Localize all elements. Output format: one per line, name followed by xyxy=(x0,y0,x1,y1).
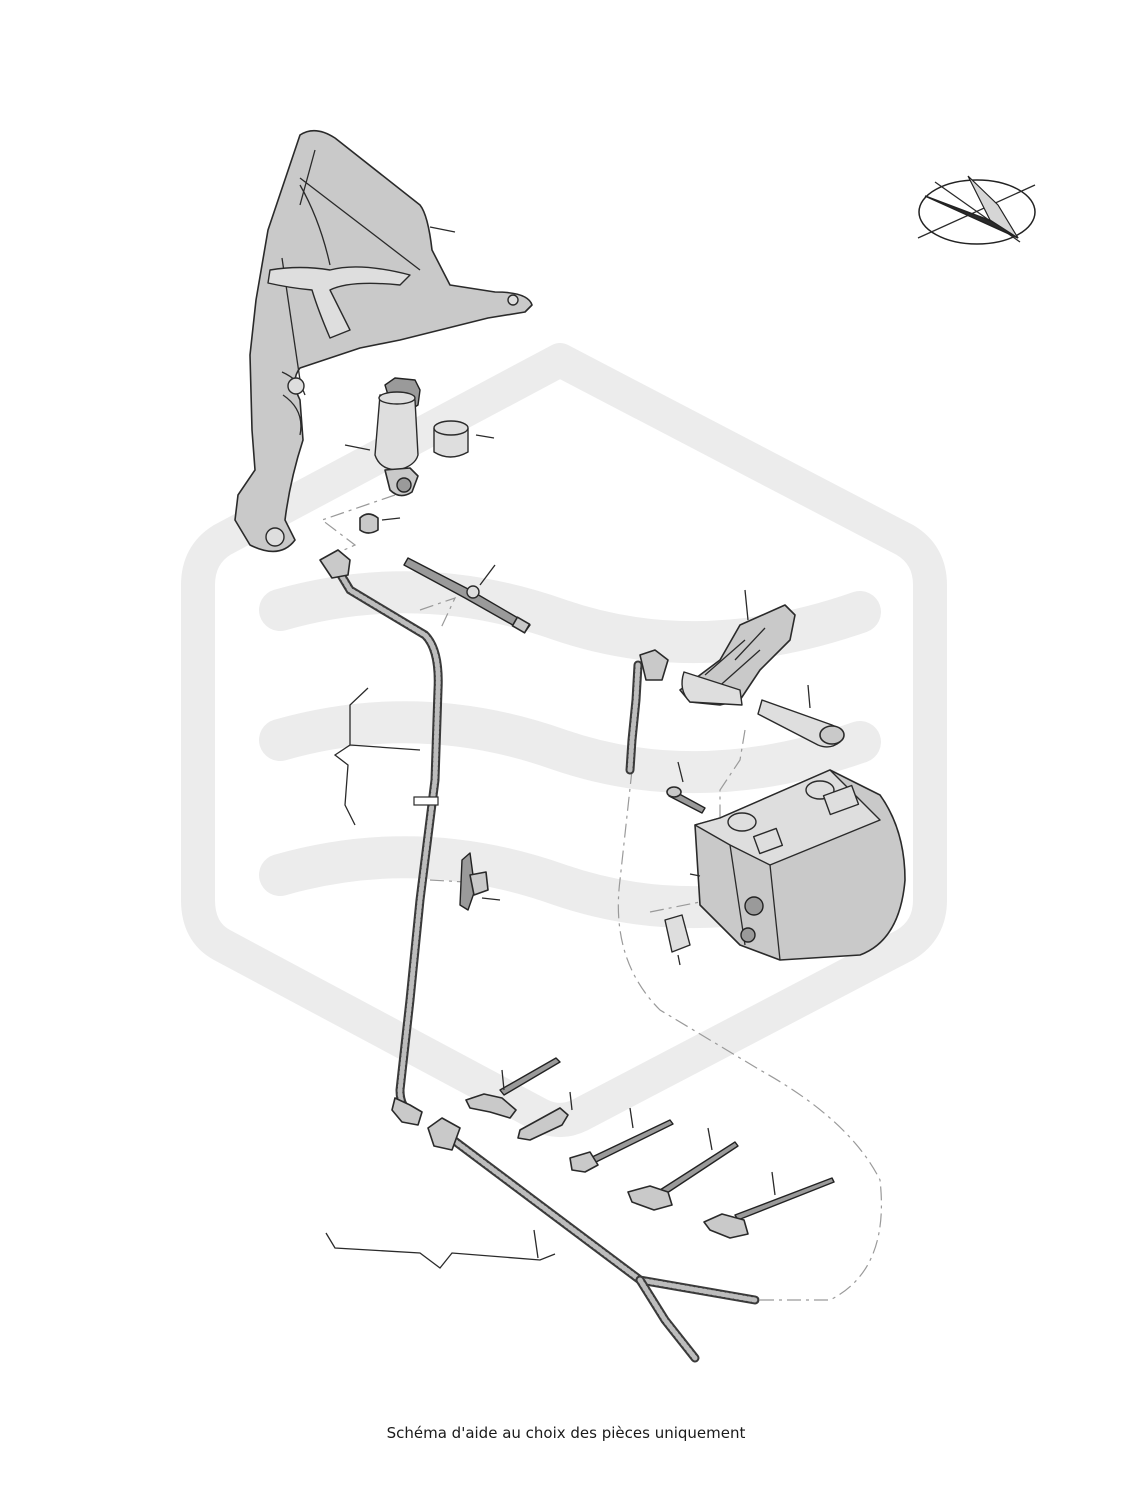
cable-tie-1 xyxy=(465,1057,561,1119)
washer-hose-main xyxy=(319,549,443,1126)
pump-seal-grommet xyxy=(433,420,495,458)
washer-pump xyxy=(344,377,421,497)
mounting-screw xyxy=(666,761,706,814)
washer-hose-riser xyxy=(625,649,669,775)
headlamp-washer-bracket xyxy=(679,589,796,706)
cable-tie-3 xyxy=(627,1127,739,1211)
washer-fluid-reservoir xyxy=(234,129,533,553)
headlamp-washer-nozzle xyxy=(757,684,845,748)
hose-assembly-bracket xyxy=(333,687,421,826)
small-grommet xyxy=(359,513,401,534)
lower-hose-bracket xyxy=(325,1232,556,1269)
hose-clip xyxy=(459,852,501,911)
clip-nut xyxy=(664,914,691,966)
diagram-disclaimer-caption: Schéma d'aide au choix des pièces unique… xyxy=(386,1424,746,1442)
hose-clamp-clip xyxy=(517,1091,573,1141)
control-module-box xyxy=(689,769,906,961)
cable-tie-upper xyxy=(403,557,531,634)
orientation-compass-icon xyxy=(917,175,1036,245)
cable-tie-2 xyxy=(569,1107,674,1173)
cable-tie-4 xyxy=(703,1171,835,1239)
washer-hose-lower xyxy=(427,1117,760,1363)
